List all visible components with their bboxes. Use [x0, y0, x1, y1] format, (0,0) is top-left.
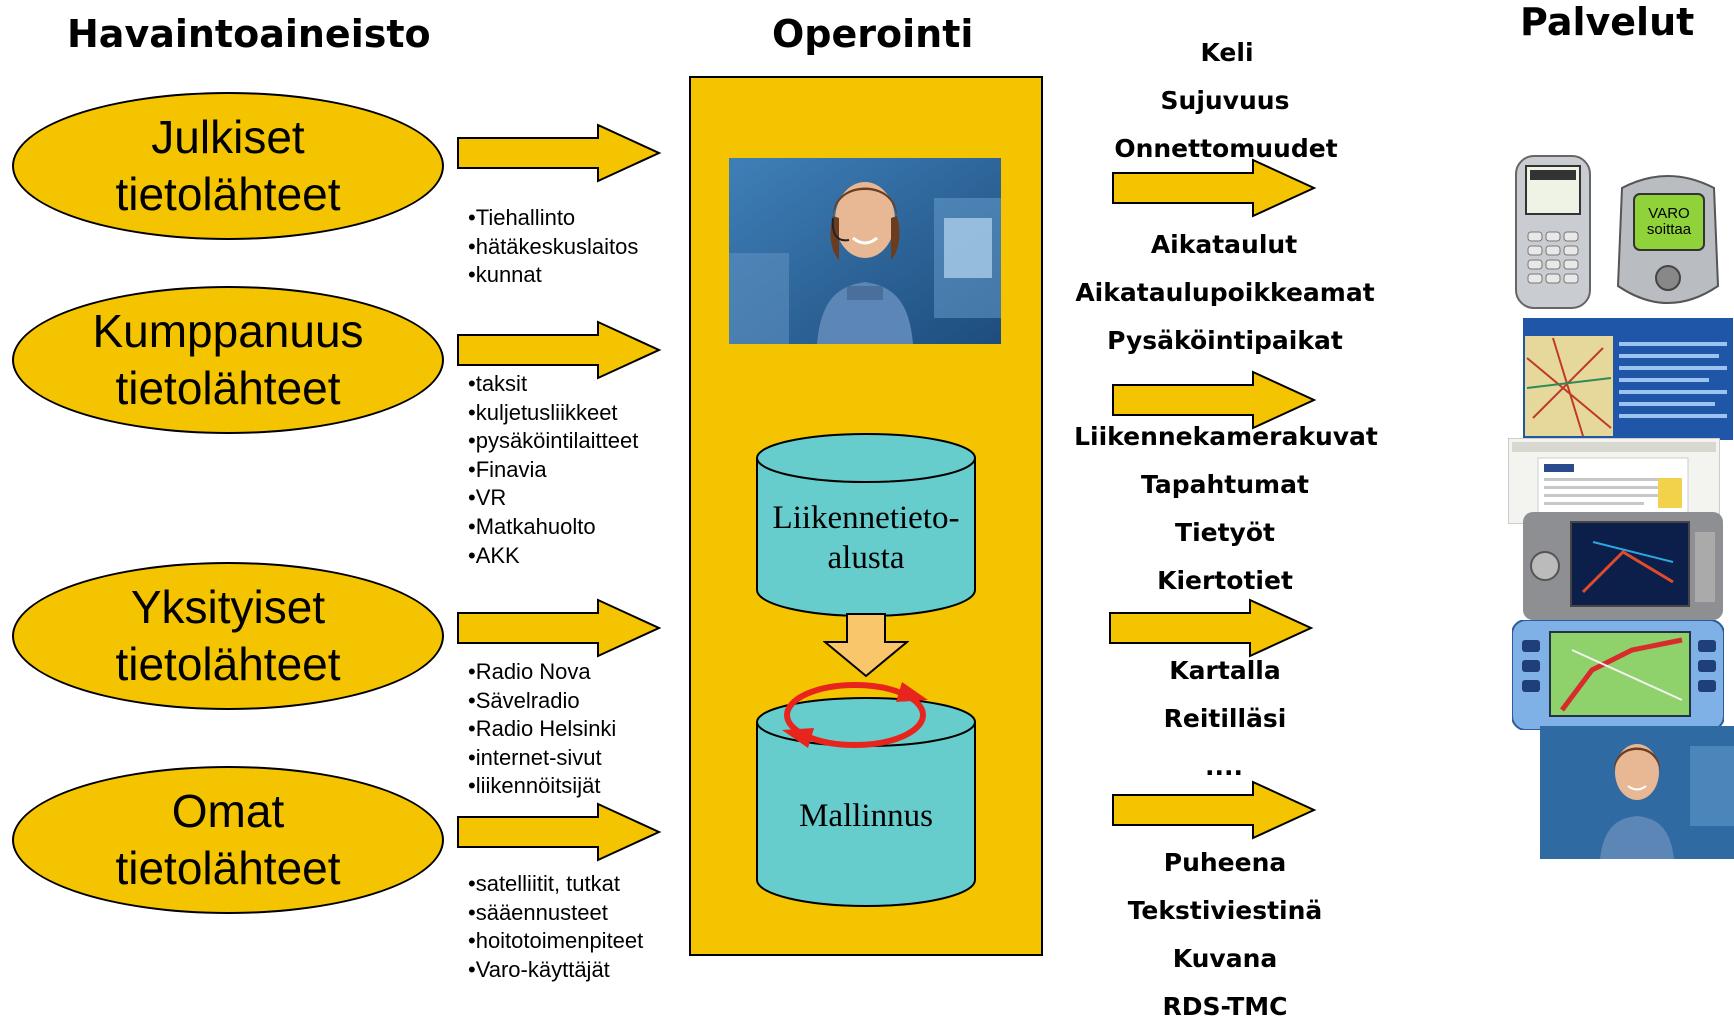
service-keyword: Kiertotiet — [1157, 566, 1293, 595]
source-arrow — [457, 802, 662, 862]
service-keyword: Aikataulupoikkeamat — [1075, 278, 1375, 307]
source-list-partnership: •taksit •kuljetusliikkeet •pysäköintilai… — [468, 370, 638, 570]
web-map-screenshot — [1523, 318, 1733, 440]
service-keyword: Puheena — [1163, 848, 1287, 877]
source-ellipse-label: tietolähteet — [115, 362, 341, 414]
list-item: •Finavia — [468, 456, 547, 482]
source-ellipse-label: tietolähteet — [115, 842, 341, 894]
varo-phone-image: VARO soittaa — [1612, 168, 1724, 318]
varo-screen-text: VARO soittaa — [1646, 205, 1692, 238]
source-ellipse-own: Omat tietolähteet — [12, 766, 444, 914]
service-keyword: RDS-TMC — [1162, 992, 1288, 1021]
source-ellipse-label: tietolähteet — [115, 638, 341, 690]
list-item: •VR — [468, 485, 507, 511]
source-arrow — [457, 598, 662, 658]
source-ellipse-label: tietolähteet — [115, 168, 341, 220]
modeling-label: Mallinnus — [799, 798, 933, 834]
service-keyword: Pysäköintipaikat — [1107, 326, 1343, 355]
handheld-navigator-image — [1512, 620, 1724, 730]
service-keyword: Kuvana — [1172, 944, 1278, 973]
service-arrow — [1112, 158, 1317, 218]
service-keyword: Tapahtumat — [1141, 470, 1309, 499]
source-ellipse-public: Julkiset tietolähteet — [12, 92, 444, 240]
list-item: •liikennöitsijät — [468, 773, 601, 799]
cycle-arrows-icon — [782, 682, 928, 748]
source-ellipse-label: Yksityiset — [130, 581, 326, 633]
service-arrow — [1112, 370, 1317, 430]
list-item: •Radio Helsinki — [468, 716, 617, 742]
website-screenshot — [1508, 438, 1720, 524]
operator-photo-small — [1540, 726, 1734, 859]
platform-label-line: alusta — [827, 540, 905, 576]
car-navigation-image — [1523, 512, 1723, 620]
service-arrow — [1109, 598, 1314, 658]
service-arrow — [1112, 780, 1317, 840]
service-keyword: Sujuvuus — [1160, 86, 1290, 115]
source-list-own: •satelliitit, tutkat •sääennusteet •hoit… — [468, 870, 643, 984]
list-item: •kunnat — [468, 262, 542, 288]
source-arrow — [457, 123, 662, 183]
down-arrow — [823, 613, 909, 678]
list-item: •Varo-käyttäjät — [468, 956, 610, 982]
heading-operations: Operointi — [772, 12, 974, 56]
source-list-public: •Tiehallinto •hätäkeskuslaitos •kunnat — [468, 204, 638, 290]
varo-phone-body — [1616, 175, 1720, 304]
list-item: •Tiehallinto — [468, 205, 576, 230]
service-keyword: Onnettomuudet — [1114, 134, 1338, 163]
list-item: •hoitotoimenpiteet — [468, 928, 644, 954]
source-ellipse-private: Yksityiset tietolähteet — [12, 562, 444, 710]
list-item: •Radio Nova — [468, 659, 591, 684]
platform-cylinder — [756, 433, 976, 617]
list-item: •Sävelradio — [468, 687, 580, 713]
list-item: •hätäkeskuslaitos — [468, 233, 639, 259]
service-keyword: Tietyöt — [1175, 518, 1275, 547]
list-item: •sääennusteet — [468, 899, 608, 925]
service-keyword: Kartalla — [1169, 656, 1281, 685]
list-item: •AKK — [468, 542, 520, 568]
source-list-private: •Radio Nova •Sävelradio •Radio Helsinki … — [468, 658, 616, 801]
service-keyword: Aikataulut — [1150, 230, 1298, 259]
service-keyword: Tekstiviestinä — [1127, 896, 1323, 925]
heading-services: Palvelut — [1520, 0, 1695, 44]
source-ellipse-label: Kumppanuus — [92, 305, 364, 357]
source-ellipse-label: Omat — [171, 785, 285, 837]
service-keyword: Liikennekamerakuvat — [1074, 422, 1378, 451]
list-item: •Matkahuolto — [468, 513, 596, 539]
platform-label: Liikennetieto- alusta — [755, 498, 977, 578]
list-item: •kuljetusliikkeet — [468, 399, 618, 425]
service-keyword: Keli — [1200, 38, 1254, 67]
service-keyword: Reitilläsi — [1163, 704, 1287, 733]
source-ellipse-label: Julkiset — [151, 111, 305, 163]
platform-label-line: Liikennetieto- — [772, 500, 960, 536]
source-ellipse-partnership: Kumppanuus tietolähteet — [12, 286, 444, 434]
list-item: •taksit — [468, 371, 528, 396]
operator-photo — [729, 158, 1001, 344]
list-item: •satelliitit, tutkat — [468, 871, 620, 896]
list-item: •internet-sivut — [468, 744, 602, 770]
service-keyword: .... — [1205, 752, 1243, 781]
source-arrow — [457, 320, 662, 380]
mobile-phone-image — [1515, 155, 1591, 309]
list-item: •pysäköintilaitteet — [468, 428, 639, 454]
heading-data-sources: Havaintoaineisto — [67, 12, 431, 56]
